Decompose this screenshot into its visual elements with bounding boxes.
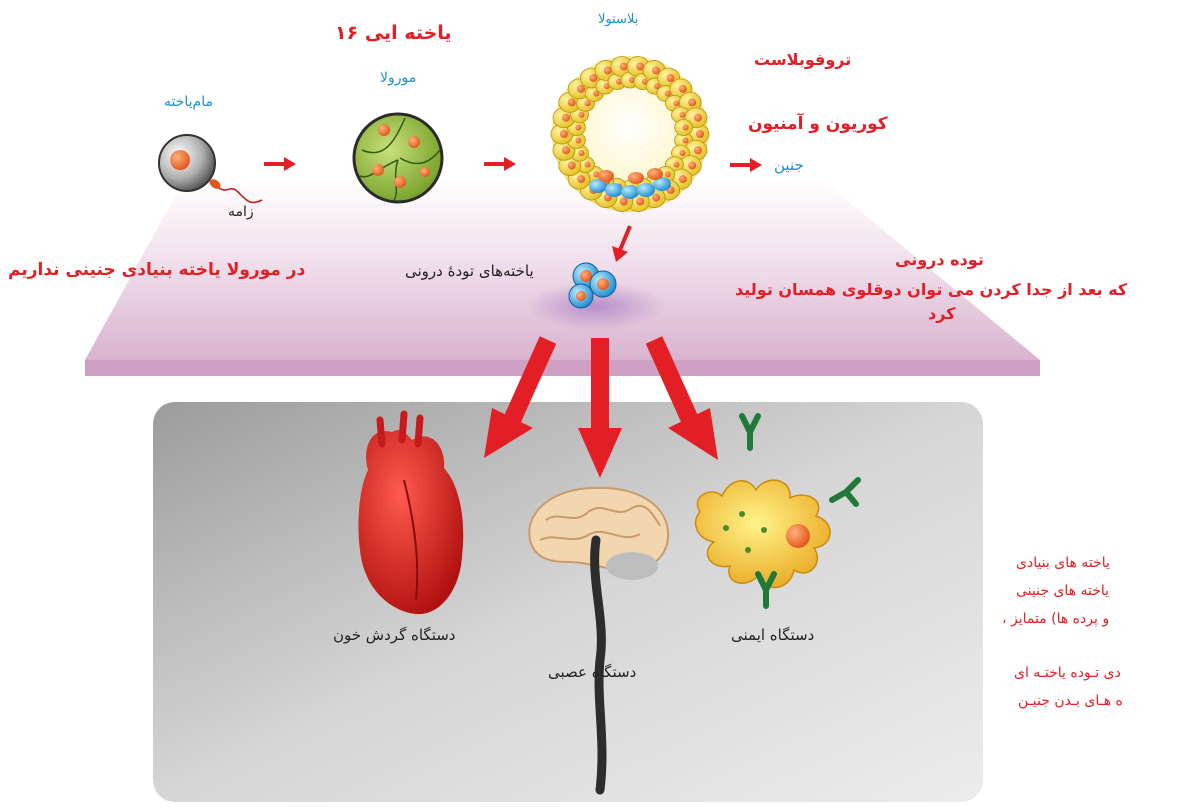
trophoblast-nucleus	[568, 162, 576, 170]
arrow-stem-to-morula	[264, 157, 296, 171]
inner-cells-label: یاخته‌های تودهٔ درونی	[405, 262, 534, 280]
twins-note-line2: کرد	[928, 304, 955, 323]
chorion-amnion-label: کوریون و آمنیون	[748, 114, 888, 134]
trophoblast-nucleus	[577, 85, 585, 93]
trophoblast-nucleus	[652, 194, 660, 202]
trophoblast-nucleus	[665, 171, 671, 177]
trophoblast-nucleus	[696, 130, 704, 138]
blastula-icon	[551, 56, 709, 212]
trophoblast-nucleus	[688, 98, 696, 106]
trophoblast-nucleus	[579, 150, 585, 156]
embryo-label: جنین	[774, 156, 804, 174]
trophoblast-nucleus	[688, 162, 696, 170]
sperm-label: زامه	[228, 204, 254, 220]
arrow-morula-to-blastula	[484, 157, 516, 171]
morula-label: مورولا	[380, 70, 416, 86]
trophoblast-nucleus	[585, 162, 591, 168]
side-text-line: یاخته های جنینی	[1016, 583, 1109, 599]
trophoblast-nucleus	[673, 100, 679, 106]
side-text-line: ، و پرده ها) متمایز	[1002, 611, 1109, 627]
trophoblast-nucleus	[679, 112, 685, 118]
circulatory-system-label: دستگاه گردش خون	[333, 626, 455, 644]
side-text-line: ه هـای بـدن جنیـن	[1018, 693, 1123, 709]
trophoblast-label: تروفوبلاست	[754, 50, 851, 69]
trophoblast-nucleus	[667, 74, 675, 82]
trophoblast-nucleus	[679, 175, 687, 183]
trophoblast-nucleus	[568, 98, 576, 106]
trophoblast-nucleus	[636, 198, 644, 206]
trophoblast-nucleus	[562, 146, 570, 154]
trophoblast-nucleus	[679, 150, 685, 156]
morula-note: در مورولا یاخته بنیادی جنینی نداریم	[8, 260, 305, 280]
trophoblast-nucleus	[585, 100, 591, 106]
trophoblast-nucleus	[679, 85, 687, 93]
trophoblast-nucleus	[694, 114, 702, 122]
trophoblast-nucleus	[620, 62, 628, 70]
trophoblast-nucleus	[562, 114, 570, 122]
trophoblast-nucleus	[620, 198, 628, 206]
trophoblast-nucleus	[579, 112, 585, 118]
blastula-label: بلاستولا	[598, 12, 638, 27]
trophoblast-nucleus	[575, 124, 581, 130]
stem-cell-label: مام‌یاخته	[164, 94, 213, 110]
trophoblast-nucleus	[577, 175, 585, 183]
stem-cell-icon	[159, 135, 215, 191]
nervous-system-label: دستگاه عصبی	[548, 663, 636, 681]
arrow-blastula-to-embryo	[730, 158, 762, 172]
trophoblast-nucleus	[560, 130, 568, 138]
trophoblast-nucleus	[575, 138, 581, 144]
sixteen-cell-label: ۱۶ یاخته ایی	[335, 22, 452, 44]
side-text-line: دی تـوده یاختـه ای	[1014, 665, 1121, 681]
immune-system-label: دستگاه ایمنی	[731, 626, 814, 644]
inner-mass-title: توده درونی	[895, 250, 984, 269]
trophoblast-nucleus	[683, 138, 689, 144]
side-text-line: یاخته های بنیادی	[1016, 555, 1110, 571]
trophoblast-nucleus	[683, 124, 689, 130]
morula-icon	[354, 114, 442, 202]
organ-systems-panel	[153, 402, 983, 802]
trophoblast-nucleus	[694, 146, 702, 154]
trophoblast-nucleus	[673, 162, 679, 168]
twins-note-line1: که بعد از جدا کردن می توان دوقلوی همسان …	[735, 280, 1127, 299]
